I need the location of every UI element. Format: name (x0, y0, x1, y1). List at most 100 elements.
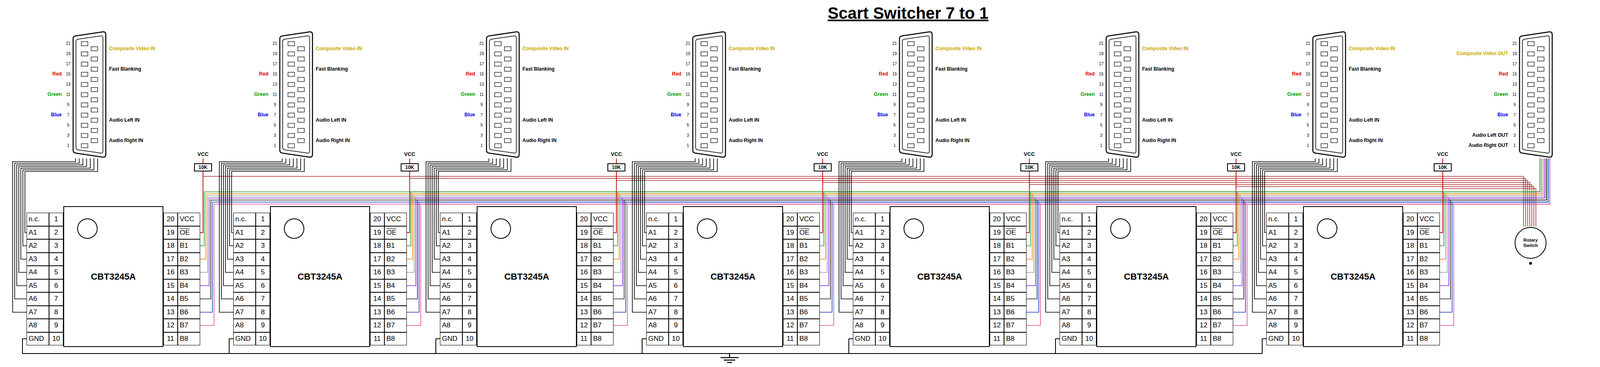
input-wire (426, 158, 489, 313)
pin-name: B1 (179, 241, 189, 250)
scart-pin (1527, 41, 1535, 46)
pin-number: 14 (1406, 294, 1415, 304)
output-bus-wire (200, 158, 1550, 326)
pin-number: 15 (1199, 281, 1208, 291)
pin-number: 1 (1306, 143, 1310, 148)
output-bus-wire (1233, 158, 1549, 313)
chip-name: CBT3245A (1123, 271, 1169, 283)
scart-pin (1114, 82, 1121, 87)
pin-number: 13 (1199, 308, 1208, 317)
pin-name: B6 (593, 308, 602, 317)
pin-name: GND (235, 334, 251, 344)
pin-number: 15 (993, 281, 1001, 291)
scart-pin (1321, 123, 1328, 128)
pin-name: GND (1061, 334, 1078, 344)
pin-number: 14 (1199, 294, 1208, 304)
scart-pin (917, 46, 924, 52)
pin-name: A8 (1268, 321, 1277, 330)
pin-name: GND (441, 334, 458, 344)
output-bus-wire (1233, 158, 1542, 260)
pin-box: 16 (1403, 265, 1418, 280)
pin-name: VCC (1419, 215, 1435, 224)
signal-label: Blue (257, 111, 269, 118)
pin-box: VCC (384, 212, 407, 227)
pin-number-holder: 11 (272, 92, 277, 98)
pin-name: VCC (179, 215, 195, 224)
output-bus-wire (1026, 158, 1550, 326)
pin-box: B6 (1004, 305, 1027, 320)
pin-number: 8 (261, 308, 265, 317)
input-wire (1049, 158, 1116, 286)
pin-number-holder: 5 (1513, 122, 1516, 128)
scart-connector: 21191715131197531 (63, 30, 108, 159)
pin-name: B6 (799, 308, 808, 317)
signal-label: Red (671, 71, 682, 77)
pin-number: 21 (1098, 41, 1104, 46)
input-wire (841, 158, 906, 300)
pin-box: A3 (233, 252, 256, 267)
pin-box: OE (384, 226, 407, 240)
scart-pin (297, 57, 305, 62)
vcc-wire (1235, 158, 1237, 164)
output-bus-wire (819, 158, 1544, 273)
pin-number: 4 (1087, 255, 1092, 264)
pin-name: A6 (441, 294, 451, 304)
pin-name: B5 (386, 294, 395, 304)
pin-box: 2 (1082, 226, 1097, 240)
pin-name: B5 (799, 294, 808, 304)
pin-number: 15 (580, 281, 588, 291)
pin-number: 12 (373, 321, 382, 330)
pin-number: 6 (54, 281, 59, 291)
pin-box: A4 (1059, 265, 1083, 280)
supply-label-holder: VCC (1230, 151, 1242, 158)
signal-label-holder: Composite Video IN (315, 46, 362, 52)
output-bus-wire (1026, 158, 1549, 313)
pin-box: 8 (668, 305, 683, 320)
pin-box: 14 (1196, 292, 1211, 306)
pin-box: B2 (177, 252, 201, 267)
pin-number: 3 (1087, 241, 1092, 250)
pin-number-holder: 11 (1305, 92, 1310, 98)
input-wire (434, 158, 504, 260)
pin-box: A2 (439, 239, 463, 253)
supply-label-holder: VCC (1437, 151, 1449, 158)
signal-label-holder: Blue (670, 112, 682, 119)
pin-name: A3 (648, 255, 657, 264)
vcc-wire (1028, 158, 1030, 164)
signal-label: Green (1493, 91, 1509, 98)
input-wire (1051, 158, 1120, 273)
pin-number: 2 (467, 228, 472, 237)
pin-number-holder: 13 (1512, 82, 1517, 88)
signal-label: Composite Video IN (315, 45, 362, 52)
scart-pin (907, 92, 915, 97)
signal-label: Audio Left IN (109, 117, 140, 123)
pin-number: 6 (261, 281, 265, 291)
signal-label: Fast Blanking (1348, 66, 1382, 72)
pin-number: 9 (1100, 102, 1103, 108)
wire-connector (839, 158, 924, 313)
vcc-wire (822, 158, 824, 164)
pin-name: B7 (386, 321, 395, 330)
scart-pin (1330, 108, 1338, 113)
pin-box: B1 (1004, 239, 1027, 253)
pin-name: B7 (1006, 321, 1015, 330)
pin-box: 10 (462, 332, 477, 346)
ic-chip: CBT3245An.c.1A12A23A34A45A56A67A78A89GND… (439, 206, 614, 348)
pin-box: B5 (1004, 292, 1027, 306)
pin-box: 2 (49, 226, 64, 240)
supply-label-holder: VCC (197, 151, 209, 158)
scart-connector: 21191715131197531 (682, 30, 727, 159)
pin-number-holder: 7 (1306, 112, 1310, 118)
scart-connector: 21191715131197531 (1303, 30, 1347, 159)
pin-box: 12 (576, 319, 592, 333)
pin-box: 18 (576, 239, 592, 253)
pin-number: 19 (166, 228, 175, 237)
output-bus-wire (613, 158, 1544, 273)
pin-box: B4 (1417, 279, 1440, 293)
scart-pin (1321, 92, 1328, 97)
scart-pin (700, 41, 708, 46)
pin-number: 5 (880, 268, 885, 277)
pin-box: 6 (668, 279, 683, 293)
chip-name: CBT3245A (504, 271, 549, 283)
pin-box: A6 (646, 292, 669, 306)
